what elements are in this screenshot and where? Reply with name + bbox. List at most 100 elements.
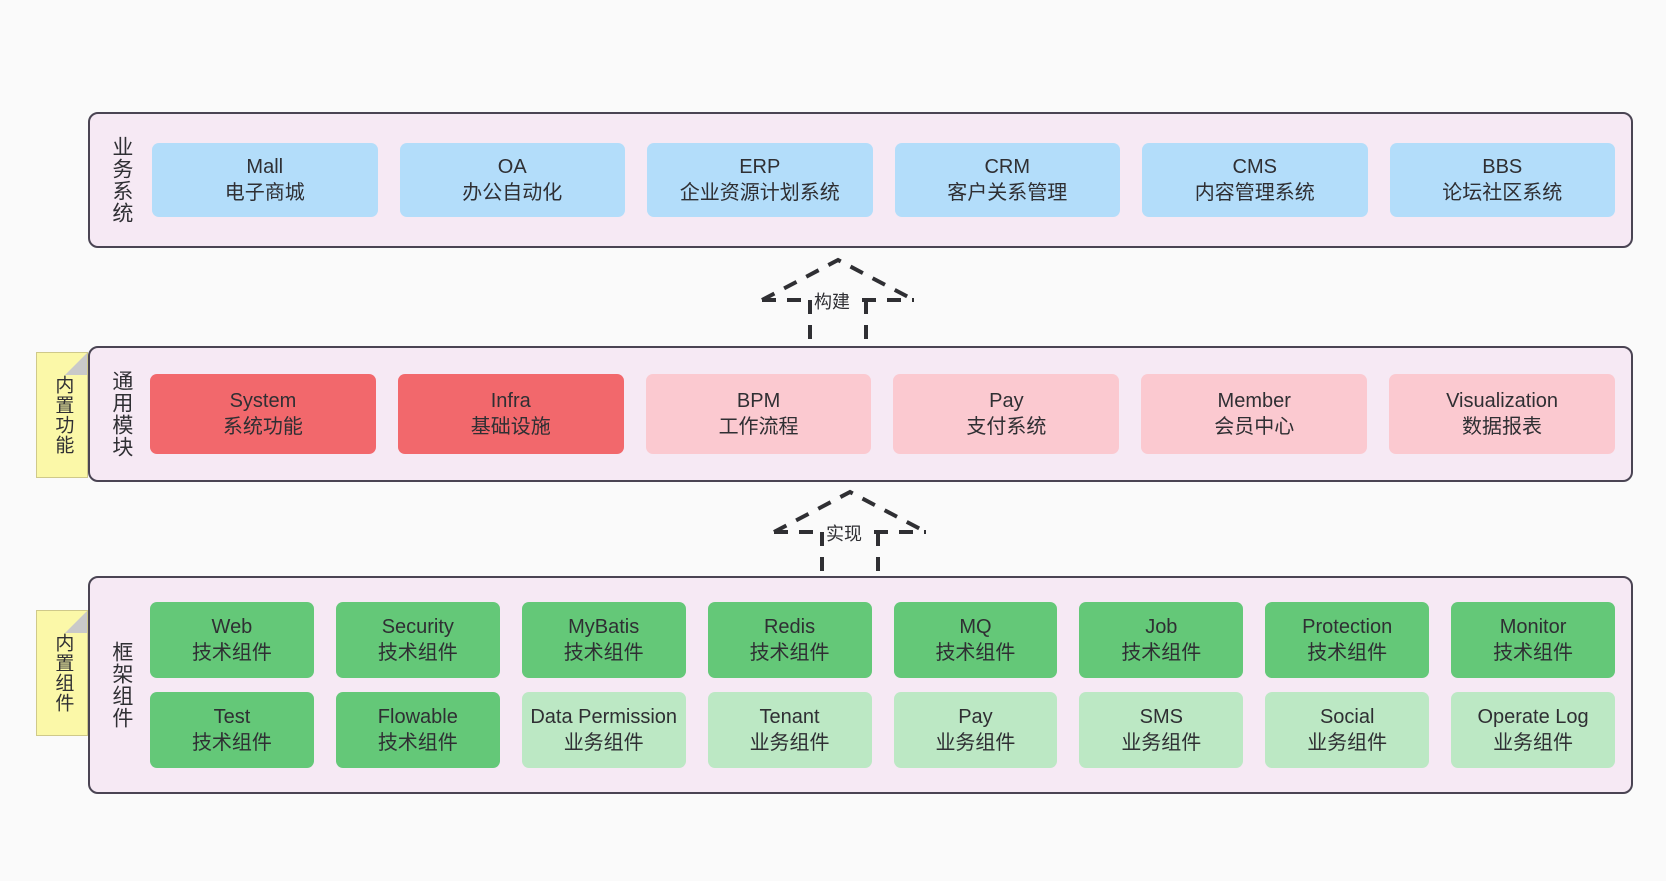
card-mall-subtitle: 电子商城 [224, 182, 305, 204]
layer-framework-component: 框架组件 Web 技术组件 Security 技术组件 MyBatis 技术组件… [88, 576, 1633, 794]
card-cms-subtitle: 内容管理系统 [1194, 182, 1315, 204]
card-bbs-subtitle: 论坛社区系统 [1442, 182, 1563, 204]
layer-title-business-system: 业务系统 [109, 136, 133, 224]
card-sms-subtitle: 业务组件 [1121, 732, 1202, 754]
card-infra-subtitle: 基础设施 [470, 416, 551, 438]
business-system-card-grid: Mall 电子商城 OA 办公自动化 ERP 企业资源计划系统 CRM 客户关系… [144, 114, 1631, 246]
card-data-permission-title: Data Permission [530, 706, 678, 728]
card-bpm[interactable]: BPM 工作流程 [645, 374, 872, 454]
card-infra-title: Infra [490, 390, 531, 412]
card-flowable-title: Flowable [377, 706, 458, 728]
card-mybatis-title: MyBatis [568, 616, 640, 638]
card-oa-subtitle: 办公自动化 [462, 182, 563, 204]
sticky-note-builtin-component: 内置组件 [36, 610, 88, 736]
card-erp-title: ERP [739, 156, 781, 178]
card-mall-title: Mall [246, 156, 284, 178]
card-pay-module-title: Pay [989, 390, 1024, 412]
card-data-permission[interactable]: Data Permission 业务组件 [521, 692, 686, 768]
common-module-card-grid: System 系统功能 Infra 基础设施 BPM 工作流程 Pay 支付系统… [144, 348, 1631, 480]
card-oa-title: OA [497, 156, 527, 178]
card-bbs[interactable]: BBS 论坛社区系统 [1389, 143, 1615, 217]
card-monitor-title: Monitor [1499, 616, 1567, 638]
card-test-subtitle: 技术组件 [191, 732, 272, 754]
sticky-note-builtin-function: 内置功能 [36, 352, 88, 478]
card-mybatis[interactable]: MyBatis 技术组件 [521, 602, 686, 678]
card-protection[interactable]: Protection 技术组件 [1265, 602, 1430, 678]
card-erp[interactable]: ERP 企业资源计划系统 [647, 143, 873, 217]
card-bpm-title: BPM [736, 390, 781, 412]
card-mq[interactable]: MQ 技术组件 [893, 602, 1058, 678]
card-monitor[interactable]: Monitor 技术组件 [1451, 602, 1615, 678]
connector-build-label: 构建 [812, 288, 852, 314]
card-infra[interactable]: Infra 基础设施 [397, 374, 624, 454]
card-tenant[interactable]: Tenant 业务组件 [707, 692, 872, 768]
card-sms[interactable]: SMS 业务组件 [1079, 692, 1244, 768]
layer-title-common-module: 通用模块 [109, 370, 133, 458]
card-data-permission-subtitle: 业务组件 [563, 732, 644, 754]
card-mq-title: MQ [959, 616, 992, 638]
card-visualization[interactable]: Visualization 数据报表 [1389, 374, 1615, 454]
card-bbs-title: BBS [1482, 156, 1523, 178]
card-operate-log-title: Operate Log [1477, 706, 1589, 728]
card-system[interactable]: System 系统功能 [150, 374, 376, 454]
connector-implement-label: 实现 [824, 520, 864, 546]
card-job[interactable]: Job 技术组件 [1079, 602, 1244, 678]
layer-common-module: 通用模块 System 系统功能 Infra 基础设施 BPM 工作流程 Pay… [88, 346, 1633, 482]
card-pay-module[interactable]: Pay 支付系统 [893, 374, 1120, 454]
card-tenant-subtitle: 业务组件 [749, 732, 830, 754]
card-oa[interactable]: OA 办公自动化 [399, 143, 625, 217]
card-member-subtitle: 会员中心 [1214, 416, 1295, 438]
card-crm-subtitle: 客户关系管理 [947, 182, 1068, 204]
card-mybatis-subtitle: 技术组件 [563, 642, 644, 664]
layer-title-framework-component: 框架组件 [109, 641, 133, 729]
card-job-title: Job [1145, 616, 1178, 638]
card-mall[interactable]: Mall 电子商城 [152, 143, 378, 217]
card-pay-component-subtitle: 业务组件 [935, 732, 1016, 754]
card-system-title: System [229, 390, 297, 412]
card-social-subtitle: 业务组件 [1307, 732, 1388, 754]
card-erp-subtitle: 企业资源计划系统 [679, 182, 840, 204]
card-sms-title: SMS [1139, 706, 1183, 728]
card-flowable[interactable]: Flowable 技术组件 [335, 692, 500, 768]
card-mq-subtitle: 技术组件 [935, 642, 1016, 664]
card-operate-log-subtitle: 业务组件 [1493, 732, 1574, 754]
card-row: Mall 电子商城 OA 办公自动化 ERP 企业资源计划系统 CRM 客户关系… [152, 143, 1615, 217]
card-redis-subtitle: 技术组件 [749, 642, 830, 664]
card-crm[interactable]: CRM 客户关系管理 [894, 143, 1120, 217]
card-security-title: Security [381, 616, 454, 638]
card-redis[interactable]: Redis 技术组件 [707, 602, 872, 678]
card-test-title: Test [213, 706, 251, 728]
card-cms[interactable]: CMS 内容管理系统 [1142, 143, 1368, 217]
card-test[interactable]: Test 技术组件 [150, 692, 314, 768]
card-web-subtitle: 技术组件 [191, 642, 272, 664]
card-monitor-subtitle: 技术组件 [1493, 642, 1574, 664]
card-web[interactable]: Web 技术组件 [150, 602, 314, 678]
card-pay-component[interactable]: Pay 业务组件 [893, 692, 1058, 768]
card-row: System 系统功能 Infra 基础设施 BPM 工作流程 Pay 支付系统… [150, 374, 1615, 454]
layer-business-system: 业务系统 Mall 电子商城 OA 办公自动化 ERP 企业资源计划系统 CRM… [88, 112, 1633, 248]
card-member[interactable]: Member 会员中心 [1141, 374, 1368, 454]
connector-implement: 实现 [762, 484, 942, 582]
card-pay-module-subtitle: 支付系统 [966, 416, 1047, 438]
card-visualization-subtitle: 数据报表 [1462, 416, 1543, 438]
framework-component-card-grid: Web 技术组件 Security 技术组件 MyBatis 技术组件 Redi… [144, 578, 1631, 792]
card-flowable-subtitle: 技术组件 [377, 732, 458, 754]
card-crm-title: CRM [984, 156, 1031, 178]
card-security-subtitle: 技术组件 [377, 642, 458, 664]
card-social-title: Social [1319, 706, 1375, 728]
card-protection-subtitle: 技术组件 [1307, 642, 1388, 664]
card-bpm-subtitle: 工作流程 [718, 416, 799, 438]
card-redis-title: Redis [763, 616, 816, 638]
card-tenant-title: Tenant [759, 706, 820, 728]
card-row: Test 技术组件 Flowable 技术组件 Data Permission … [150, 692, 1615, 768]
card-cms-title: CMS [1232, 156, 1277, 178]
card-security[interactable]: Security 技术组件 [335, 602, 500, 678]
card-operate-log[interactable]: Operate Log 业务组件 [1451, 692, 1615, 768]
card-social[interactable]: Social 业务组件 [1265, 692, 1430, 768]
card-member-title: Member [1217, 390, 1291, 412]
card-system-subtitle: 系统功能 [222, 416, 303, 438]
card-pay-component-title: Pay [958, 706, 993, 728]
card-job-subtitle: 技术组件 [1121, 642, 1202, 664]
card-row: Web 技术组件 Security 技术组件 MyBatis 技术组件 Redi… [150, 602, 1615, 678]
